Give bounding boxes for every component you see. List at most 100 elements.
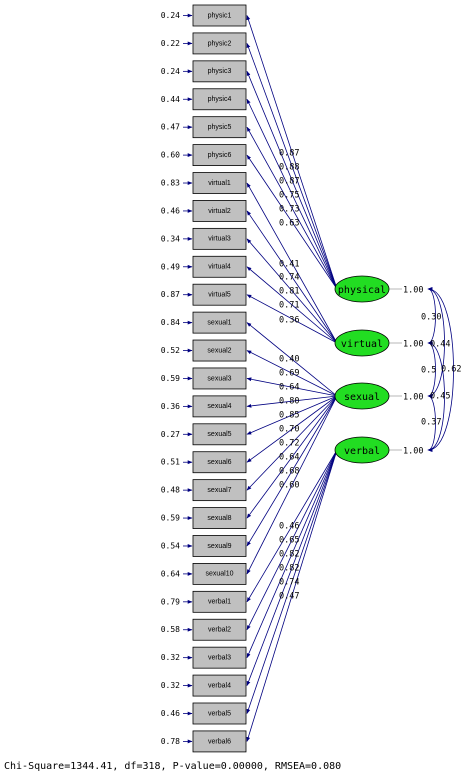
loading-path — [246, 449, 338, 714]
error-variance: 0.59 — [161, 514, 180, 523]
loading-path — [246, 449, 338, 603]
correlation-arc — [427, 287, 454, 452]
correlation-arc — [427, 287, 445, 398]
indicator-box-physic1 — [192, 4, 247, 27]
loading-value: 0.47 — [279, 592, 299, 602]
indicator-box-sexual7 — [192, 479, 247, 502]
loading-value: 0.68 — [279, 467, 299, 477]
loading-path — [246, 322, 338, 397]
latent-label: physical — [338, 285, 386, 296]
indicator-label: physic3 — [208, 68, 232, 75]
indicator-box-sexual6 — [192, 451, 247, 474]
indicator-label: physic2 — [208, 40, 232, 47]
indicator-label: sexual6 — [207, 459, 231, 466]
loading-path — [246, 15, 338, 290]
indicator-label: sexual8 — [207, 515, 231, 522]
loading-path — [246, 42, 338, 290]
error-variance: 0.32 — [161, 653, 180, 662]
indicator-label: sexual4 — [207, 403, 231, 410]
error-variance: 0.60 — [161, 151, 180, 160]
indicator-box-physic4 — [192, 88, 247, 111]
error-variance: 0.54 — [161, 541, 180, 550]
error-variance: 0.47 — [161, 123, 180, 132]
latent-variance: 1.00 — [403, 286, 423, 296]
loading-path — [246, 238, 338, 344]
error-variance: 0.59 — [161, 374, 180, 383]
correlation-value: 0.5 — [421, 366, 436, 376]
loading-value: 0.87 — [279, 177, 299, 187]
loading-value: 0.41 — [279, 260, 299, 270]
loading-value: 0.64 — [279, 383, 299, 393]
loading-path — [246, 154, 338, 290]
indicator-label: verbal5 — [208, 710, 231, 717]
indicator-box-physic2 — [192, 32, 247, 55]
indicator-box-verbal2 — [192, 618, 247, 641]
latent-virtual — [334, 329, 390, 357]
error-variance: 0.52 — [161, 346, 180, 355]
indicator-label: verbal6 — [208, 738, 231, 745]
loading-path — [246, 449, 338, 687]
error-variance: 0.84 — [161, 318, 180, 327]
indicator-label: verbal4 — [208, 682, 231, 689]
error-variance: 0.87 — [161, 290, 180, 299]
latent-label: verbal — [344, 446, 380, 457]
indicator-label: sexual2 — [207, 347, 231, 354]
indicator-label: verbal3 — [208, 655, 231, 662]
loading-value: 0.36 — [279, 316, 299, 326]
error-variance: 0.32 — [161, 681, 180, 690]
error-variance: 0.58 — [161, 625, 180, 634]
loading-path — [246, 294, 338, 344]
error-variance: 0.36 — [161, 402, 180, 411]
loading-path — [246, 449, 338, 631]
loading-value: 0.70 — [279, 425, 299, 435]
indicator-box-physic6 — [192, 144, 247, 167]
latent-physical — [334, 275, 390, 303]
loading-value: 0.88 — [279, 163, 299, 173]
indicator-box-sexual4 — [192, 395, 247, 418]
indicator-label: virtual5 — [208, 292, 231, 299]
latent-label: sexual — [344, 392, 380, 403]
latent-verbal — [334, 436, 390, 464]
error-variance: 0.46 — [161, 709, 180, 718]
loading-value: 0.75 — [279, 191, 299, 201]
correlation-value: 0.44 — [430, 340, 450, 350]
indicator-label: sexual7 — [207, 487, 231, 494]
latent-sexual — [334, 382, 390, 410]
loading-value: 0.72 — [279, 439, 299, 449]
indicator-box-verbal5 — [192, 702, 247, 725]
error-variance: 0.46 — [161, 206, 180, 215]
indicator-box-virtual5 — [192, 283, 247, 306]
loading-path — [246, 350, 338, 397]
latent-variance: 1.00 — [403, 340, 423, 350]
indicator-label: sexual10 — [205, 571, 233, 578]
loading-path — [246, 395, 338, 463]
correlation-value: 0.30 — [421, 313, 441, 323]
loading-value: 0.74 — [279, 578, 299, 588]
indicator-box-verbal3 — [192, 646, 247, 669]
loading-value: 0.65 — [279, 536, 299, 546]
indicator-box-virtual2 — [192, 200, 247, 222]
loading-path — [246, 395, 338, 491]
loading-path — [246, 395, 338, 408]
correlation-value: 0.45 — [430, 392, 450, 402]
loading-value: 0.80 — [279, 397, 299, 407]
loading-path — [246, 70, 338, 290]
indicator-label: sexual3 — [207, 375, 231, 382]
loading-path — [246, 266, 338, 344]
loading-path — [246, 395, 338, 519]
indicator-box-sexual5 — [192, 423, 247, 446]
loading-value: 0.81 — [279, 287, 299, 297]
loading-path — [246, 182, 338, 344]
indicator-label: verbal2 — [208, 627, 231, 634]
error-variance: 0.48 — [161, 486, 180, 495]
error-variance: 0.51 — [161, 458, 180, 467]
loading-value: 0.63 — [279, 219, 299, 229]
indicator-box-verbal4 — [192, 674, 247, 697]
indicator-box-sexual10 — [192, 563, 247, 585]
error-variance: 0.34 — [161, 234, 180, 243]
indicator-box-virtual1 — [192, 172, 247, 194]
indicator-label: virtual1 — [208, 180, 231, 187]
loading-path — [246, 395, 338, 435]
fit-statistics: Chi-Square=1344.41, df=318, P-value=0.00… — [4, 761, 341, 772]
